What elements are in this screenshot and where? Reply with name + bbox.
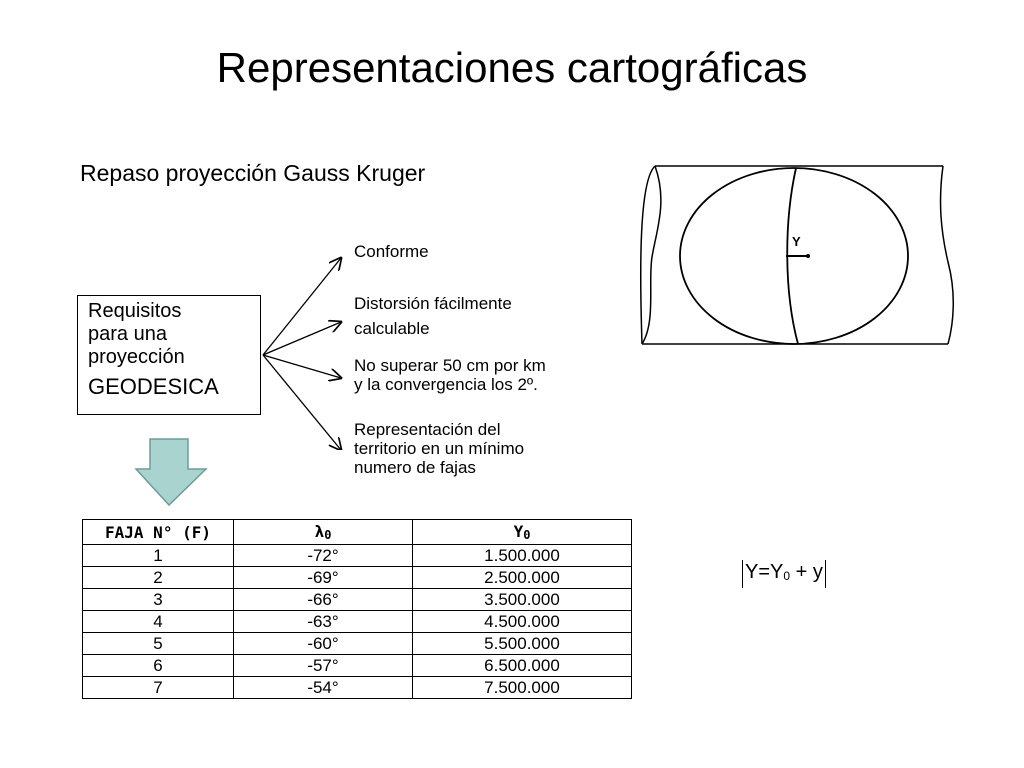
requirement-line: y la convergencia los 2º. bbox=[354, 375, 538, 394]
cell-lambda: -54° bbox=[233, 676, 413, 699]
requirement-convergencia: No superar 50 cm por km y la convergenci… bbox=[354, 356, 546, 394]
requirement-conforme: Conforme bbox=[354, 242, 429, 261]
table-row: 2-69°2.500.000 bbox=[82, 566, 632, 589]
cell-lambda: -72° bbox=[233, 544, 413, 567]
table-row: 4-63°4.500.000 bbox=[82, 610, 632, 633]
header-lambda: λ0 bbox=[233, 519, 413, 545]
y-point bbox=[806, 254, 810, 258]
cell-faja: 6 bbox=[82, 654, 234, 677]
cell-faja: 7 bbox=[82, 676, 234, 699]
requirement-line: Representación del bbox=[354, 420, 501, 439]
slide-title: Representaciones cartográficas bbox=[216, 44, 808, 91]
requirement-line: Conforme bbox=[354, 242, 429, 261]
cylinder-projection-diagram: Y bbox=[639, 165, 954, 345]
cell-lambda: -57° bbox=[233, 654, 413, 677]
down-arrow-icon bbox=[134, 438, 208, 507]
cell-lambda: -60° bbox=[233, 632, 413, 655]
arrow-to-fajas bbox=[262, 354, 341, 450]
cell-faja: 2 bbox=[82, 566, 234, 589]
table-row: 1-72°1.500.000 bbox=[82, 544, 632, 567]
cell-y0: 5.500.000 bbox=[412, 632, 632, 655]
cell-y0: 2.500.000 bbox=[412, 566, 632, 589]
requirement-distorsion: Distorsión fácilmente calculable bbox=[354, 291, 512, 341]
requirement-line: territorio en un mínimo bbox=[354, 439, 525, 458]
requirement-line: numero de fajas bbox=[354, 458, 476, 477]
cylinder-left-curve bbox=[641, 165, 662, 345]
cell-faja: 5 bbox=[82, 632, 234, 655]
requirement-line: No superar 50 cm por km bbox=[354, 356, 546, 375]
formula: Y=Y0 + y bbox=[742, 560, 826, 588]
requirement-line: calculable bbox=[354, 319, 430, 338]
requirements-box-line: para una bbox=[88, 323, 167, 345]
requirement-line: Distorsión fácilmente bbox=[354, 294, 512, 313]
table-row: 3-66°3.500.000 bbox=[82, 588, 632, 611]
requirement-fajas: Representación del territorio en un míni… bbox=[354, 420, 524, 477]
table-header-row: FAJA N° (F) λ0 Y0 bbox=[82, 519, 632, 545]
requirements-box-line: proyección bbox=[88, 346, 185, 368]
table-row: 5-60°5.500.000 bbox=[82, 632, 632, 655]
cylinder-left-edge bbox=[639, 165, 656, 345]
branch-arrows bbox=[262, 240, 355, 450]
cell-y0: 3.500.000 bbox=[412, 588, 632, 611]
requirements-box-line: Requisitos bbox=[88, 300, 182, 322]
requirements-box: Requisitos para una proyección GEODESICA bbox=[77, 295, 261, 415]
cell-lambda: -66° bbox=[233, 588, 413, 611]
requirements-box-line: GEODESICA bbox=[88, 374, 219, 399]
arrow-to-conforme bbox=[262, 258, 341, 356]
table-row: 7-54°7.500.000 bbox=[82, 676, 632, 699]
cell-faja: 4 bbox=[82, 610, 234, 633]
table-row: 6-57°6.500.000 bbox=[82, 654, 632, 677]
ellipsoid bbox=[679, 167, 909, 345]
cell-faja: 1 bbox=[82, 544, 234, 567]
header-faja: FAJA N° (F) bbox=[82, 519, 234, 545]
header-y0: Y0 bbox=[412, 519, 632, 545]
y-label: Y bbox=[792, 234, 801, 249]
arrow-to-distorsion bbox=[262, 322, 341, 356]
cell-lambda: -69° bbox=[233, 566, 413, 589]
cell-faja: 3 bbox=[82, 588, 234, 611]
cell-y0: 1.500.000 bbox=[412, 544, 632, 567]
cell-y0: 6.500.000 bbox=[412, 654, 632, 677]
slide-subtitle: Repaso proyección Gauss Kruger bbox=[80, 160, 426, 186]
cell-lambda: -63° bbox=[233, 610, 413, 633]
arrow-to-convergencia bbox=[262, 354, 341, 378]
cell-y0: 4.500.000 bbox=[412, 610, 632, 633]
cell-y0: 7.500.000 bbox=[412, 676, 632, 699]
cylinder-right-curve bbox=[939, 165, 954, 345]
